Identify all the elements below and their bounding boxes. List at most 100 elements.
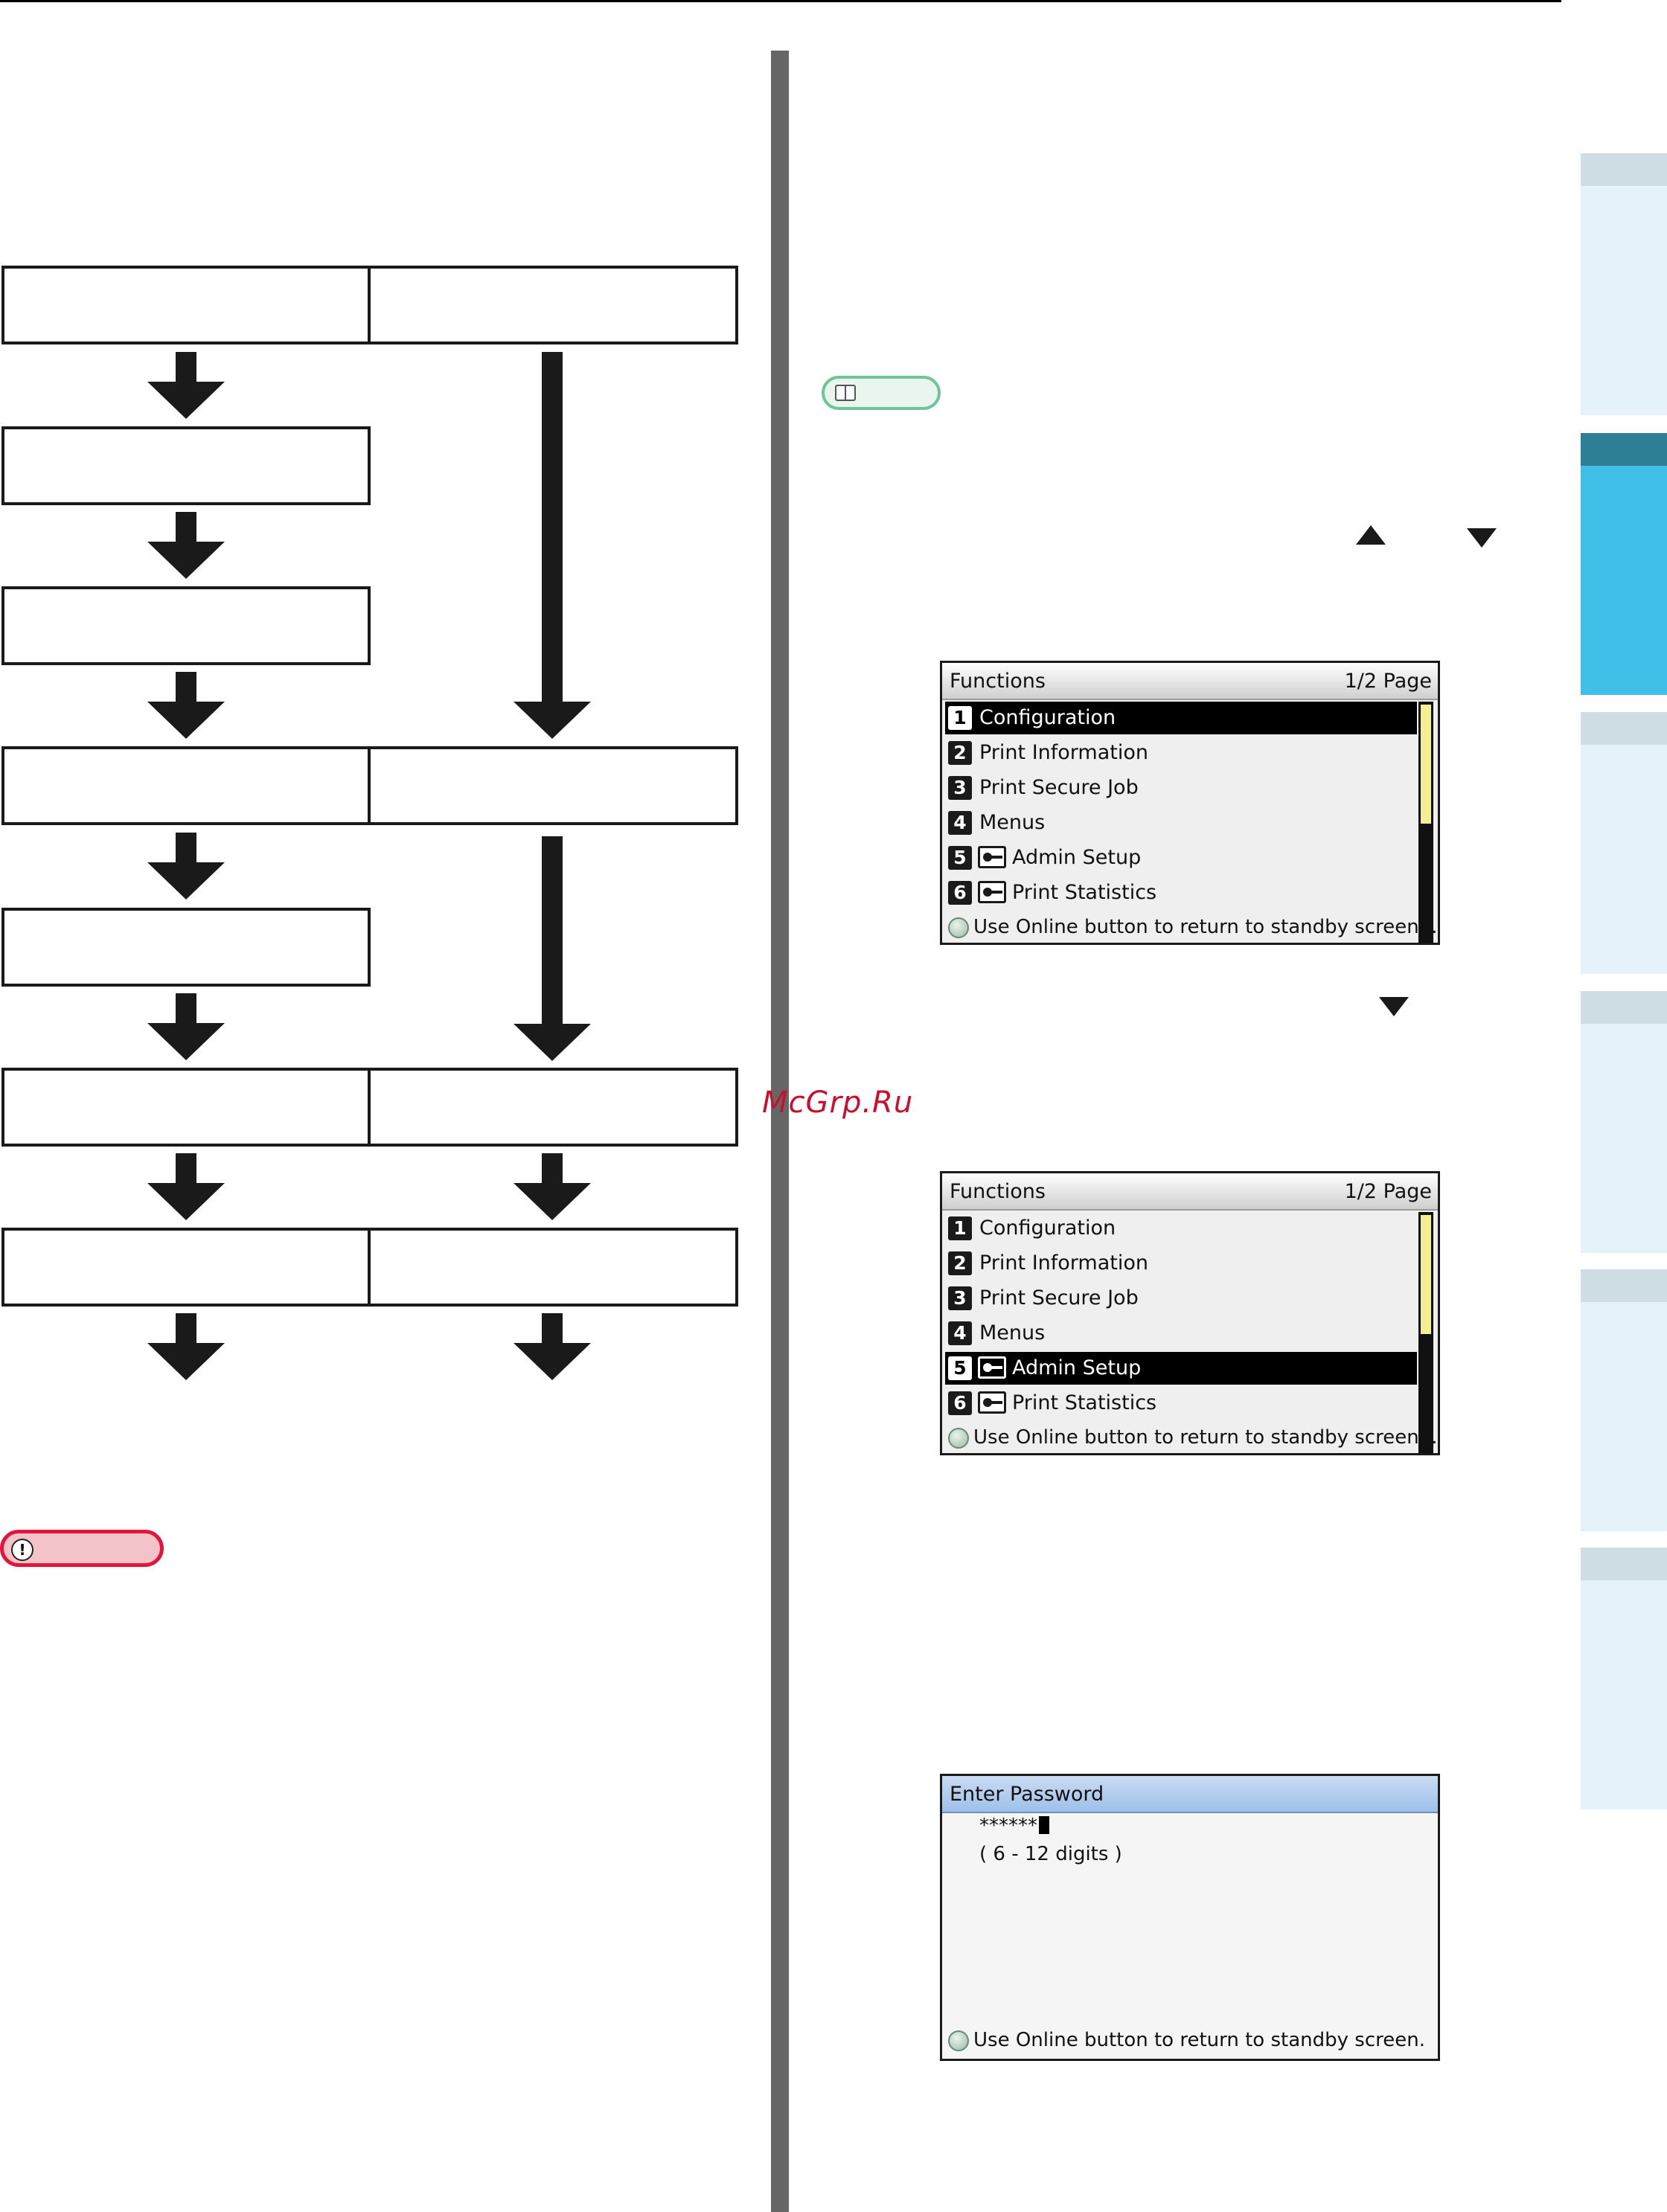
item-label: Print Statistics [1012,1391,1157,1414]
hint-text: ( 6 - 12 digits ) [979,1843,1122,1865]
item-label: Menus [979,1321,1046,1344]
down-arrow-icon [1379,997,1409,1016]
lcd-footer: Use Online button to return to standby s… [948,1426,1438,1449]
item-label: Print Secure Job [979,776,1139,799]
chapter-tab-1[interactable] [1581,153,1667,415]
menu-item-admin-setup[interactable]: 5 Admin Setup [945,1352,1417,1385]
menu-item-configuration[interactable]: 1 Configuration [945,1212,1417,1245]
menu-item-print-secure-job[interactable]: 3 Print Secure Job [945,1282,1417,1315]
flow-box-2 [1,426,371,505]
chapter-tab-5[interactable] [1581,1269,1667,1531]
tab-cap [1581,991,1667,1024]
item-label: Configuration [979,1216,1116,1240]
lcd-page-indicator: 1/2 Page [1344,670,1432,693]
lcd-functions-screen-1: Functions 1/2 Page 1 Configuration 2 Pri… [940,661,1440,945]
menu-item-print-secure-job[interactable]: 3 Print Secure Job [945,772,1417,804]
online-button-icon [948,917,969,938]
item-number: 2 [948,741,972,765]
exclamation-icon: ! [11,1539,33,1561]
menu-item-menus[interactable]: 4 Menus [945,807,1417,839]
chapter-tab-3[interactable] [1581,712,1667,974]
item-number: 3 [948,776,972,800]
key-icon [978,881,1006,903]
scrollbar[interactable] [1418,1212,1433,1453]
item-label: Print Secure Job [979,1286,1139,1309]
flow-box-4-left [1,746,371,825]
item-label: Admin Setup [1012,846,1142,869]
down-arrow-icon [1467,528,1497,548]
menu-item-print-statistics[interactable]: 6 Print Statistics [945,1387,1417,1420]
password-field[interactable]: ****** [979,1815,1049,1837]
note-tag: ! [0,1530,164,1567]
menu-item-configuration[interactable]: 1 Configuration [945,702,1417,734]
lcd-functions-screen-2: Functions 1/2 Page 1 Configuration 2 Pri… [940,1171,1440,1455]
chapter-tab-4[interactable] [1581,991,1667,1253]
scrollbar-thumb[interactable] [1421,1215,1431,1334]
tab-cap [1581,1548,1667,1580]
item-number: 6 [948,1391,972,1415]
item-number: 4 [948,811,972,835]
lcd-footer: Use Online button to return to standby s… [948,2029,1425,2051]
chapter-tab-2-active[interactable] [1581,433,1667,695]
item-number: 1 [948,706,972,730]
lcd-page-indicator: 1/2 Page [1344,1180,1432,1203]
tab-cap [1581,433,1667,466]
footer-text: Use Online button to return to standby s… [973,916,1438,938]
lcd-header: Functions 1/2 Page [942,1173,1438,1211]
lcd-footer: Use Online button to return to standby s… [948,916,1438,938]
item-number: 4 [948,1321,972,1345]
item-number: 1 [948,1216,972,1240]
item-label: Menus [979,811,1046,834]
tab-cap [1581,1269,1667,1302]
item-label: Print Statistics [1012,881,1157,904]
lcd-title: Functions [950,1180,1046,1203]
key-icon [978,1356,1006,1379]
scrollbar-thumb[interactable] [1421,705,1431,824]
menu-item-print-statistics[interactable]: 6 Print Statistics [945,876,1417,909]
lcd-title: Functions [950,670,1046,693]
item-number: 5 [948,1356,972,1380]
menu-item-menus[interactable]: 4 Menus [945,1317,1417,1350]
scrollbar[interactable] [1418,702,1433,943]
flow-box-7-left [1,1228,371,1307]
lcd-title: Enter Password [950,1783,1104,1806]
column-divider [771,51,789,2212]
key-icon [978,1391,1006,1414]
reference-tag [822,376,941,410]
item-label: Print Information [979,1251,1148,1275]
online-button-icon [948,2030,969,2051]
menu-item-print-information[interactable]: 2 Print Information [945,1247,1417,1280]
lcd-enter-password-screen: Enter Password ****** ( 6 - 12 digits ) … [940,1774,1440,2061]
flow-box-6-right [368,1068,738,1147]
item-label: Print Information [979,741,1148,764]
menu-item-print-information[interactable]: 2 Print Information [945,737,1417,769]
item-number: 2 [948,1251,972,1275]
menu-item-admin-setup[interactable]: 5 Admin Setup [945,841,1417,874]
tab-cap [1581,153,1667,186]
password-hint: ( 6 - 12 digits ) [979,1843,1122,1865]
flow-box-1-right [368,266,738,344]
book-icon [835,385,856,401]
item-number: 6 [948,881,972,905]
flow-box-7-right [368,1228,738,1307]
flow-box-4-right [368,746,738,825]
key-icon [978,846,1006,868]
item-label: Configuration [979,706,1116,729]
up-arrow-icon [1356,525,1386,545]
lcd-header: Functions 1/2 Page [942,663,1438,700]
top-rule [0,0,1561,2]
flow-box-5 [1,908,371,987]
footer-text: Use Online button to return to standby s… [973,2029,1425,2051]
watermark: McGrp.Ru [762,1086,914,1120]
text-cursor [1039,1816,1049,1834]
tab-cap [1581,712,1667,745]
item-label: Admin Setup [1012,1356,1142,1379]
flow-box-6-left [1,1068,371,1147]
chapter-tab-6[interactable] [1581,1548,1667,1809]
item-number: 3 [948,1286,972,1310]
flow-box-3 [1,586,371,665]
password-value: ****** [979,1815,1037,1837]
online-button-icon [948,1427,969,1449]
lcd-header: Enter Password [942,1776,1438,1813]
flow-box-1-left [1,266,371,344]
